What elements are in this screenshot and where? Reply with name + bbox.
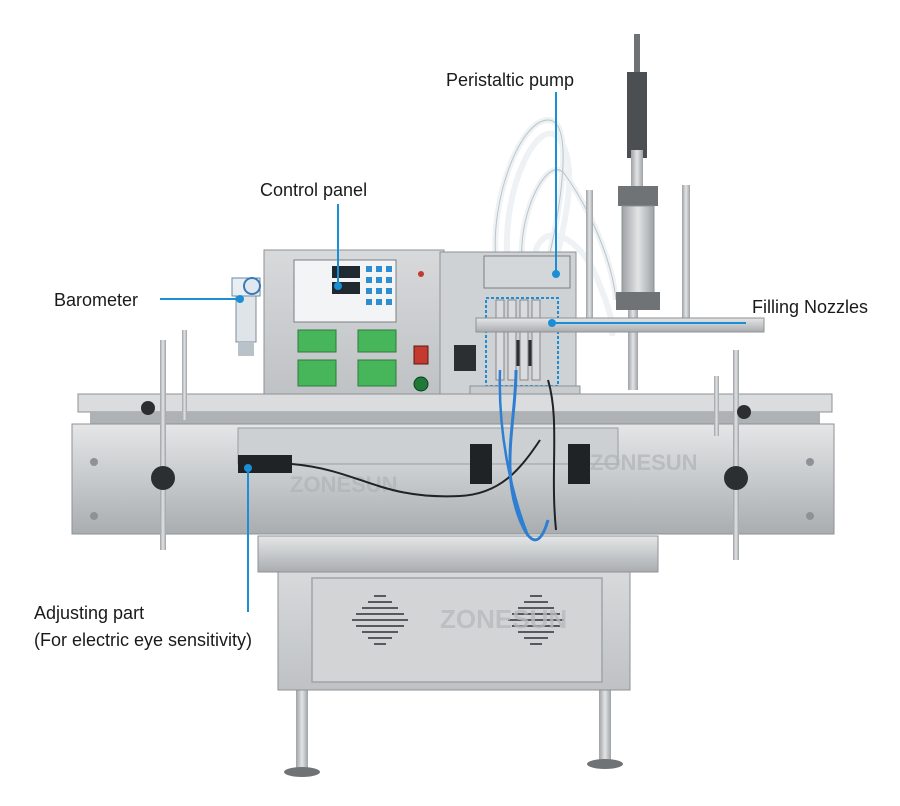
keypad: [366, 266, 392, 305]
vent-right: [508, 595, 564, 645]
lower-cabinet: ZONESUN: [257, 535, 659, 691]
label-barometer: Barometer: [54, 290, 139, 310]
label-filling-nozzles: Filling Nozzles: [752, 297, 869, 317]
machine-legs: [284, 688, 623, 777]
label-control-panel: Control panel: [260, 180, 368, 200]
tube-outlines: [494, 119, 617, 301]
watermark-conveyor-right: ZONESUN: [590, 450, 698, 475]
label-adjusting-part-note: (For electric eye sensitivity): [34, 630, 253, 650]
barometer-device: [231, 277, 261, 356]
vent-left: [352, 595, 408, 645]
label-adjusting-part: Adjusting part (For electric eye sensiti…: [34, 600, 252, 654]
label-adjusting-part-title: Adjusting part: [34, 603, 145, 623]
conveyor: ZONESUN ZONESUN: [71, 393, 835, 535]
label-peristaltic-pump: Peristaltic pump: [446, 70, 575, 90]
watermark-cabinet: ZONESUN: [440, 604, 567, 634]
guide-rods: [141, 330, 751, 560]
watermark-conveyor-left: ZONESUN: [290, 472, 398, 497]
electric-eye-sensor: [238, 369, 590, 542]
callout-lines: [160, 92, 746, 612]
pneumatic-cylinder: [586, 34, 690, 390]
